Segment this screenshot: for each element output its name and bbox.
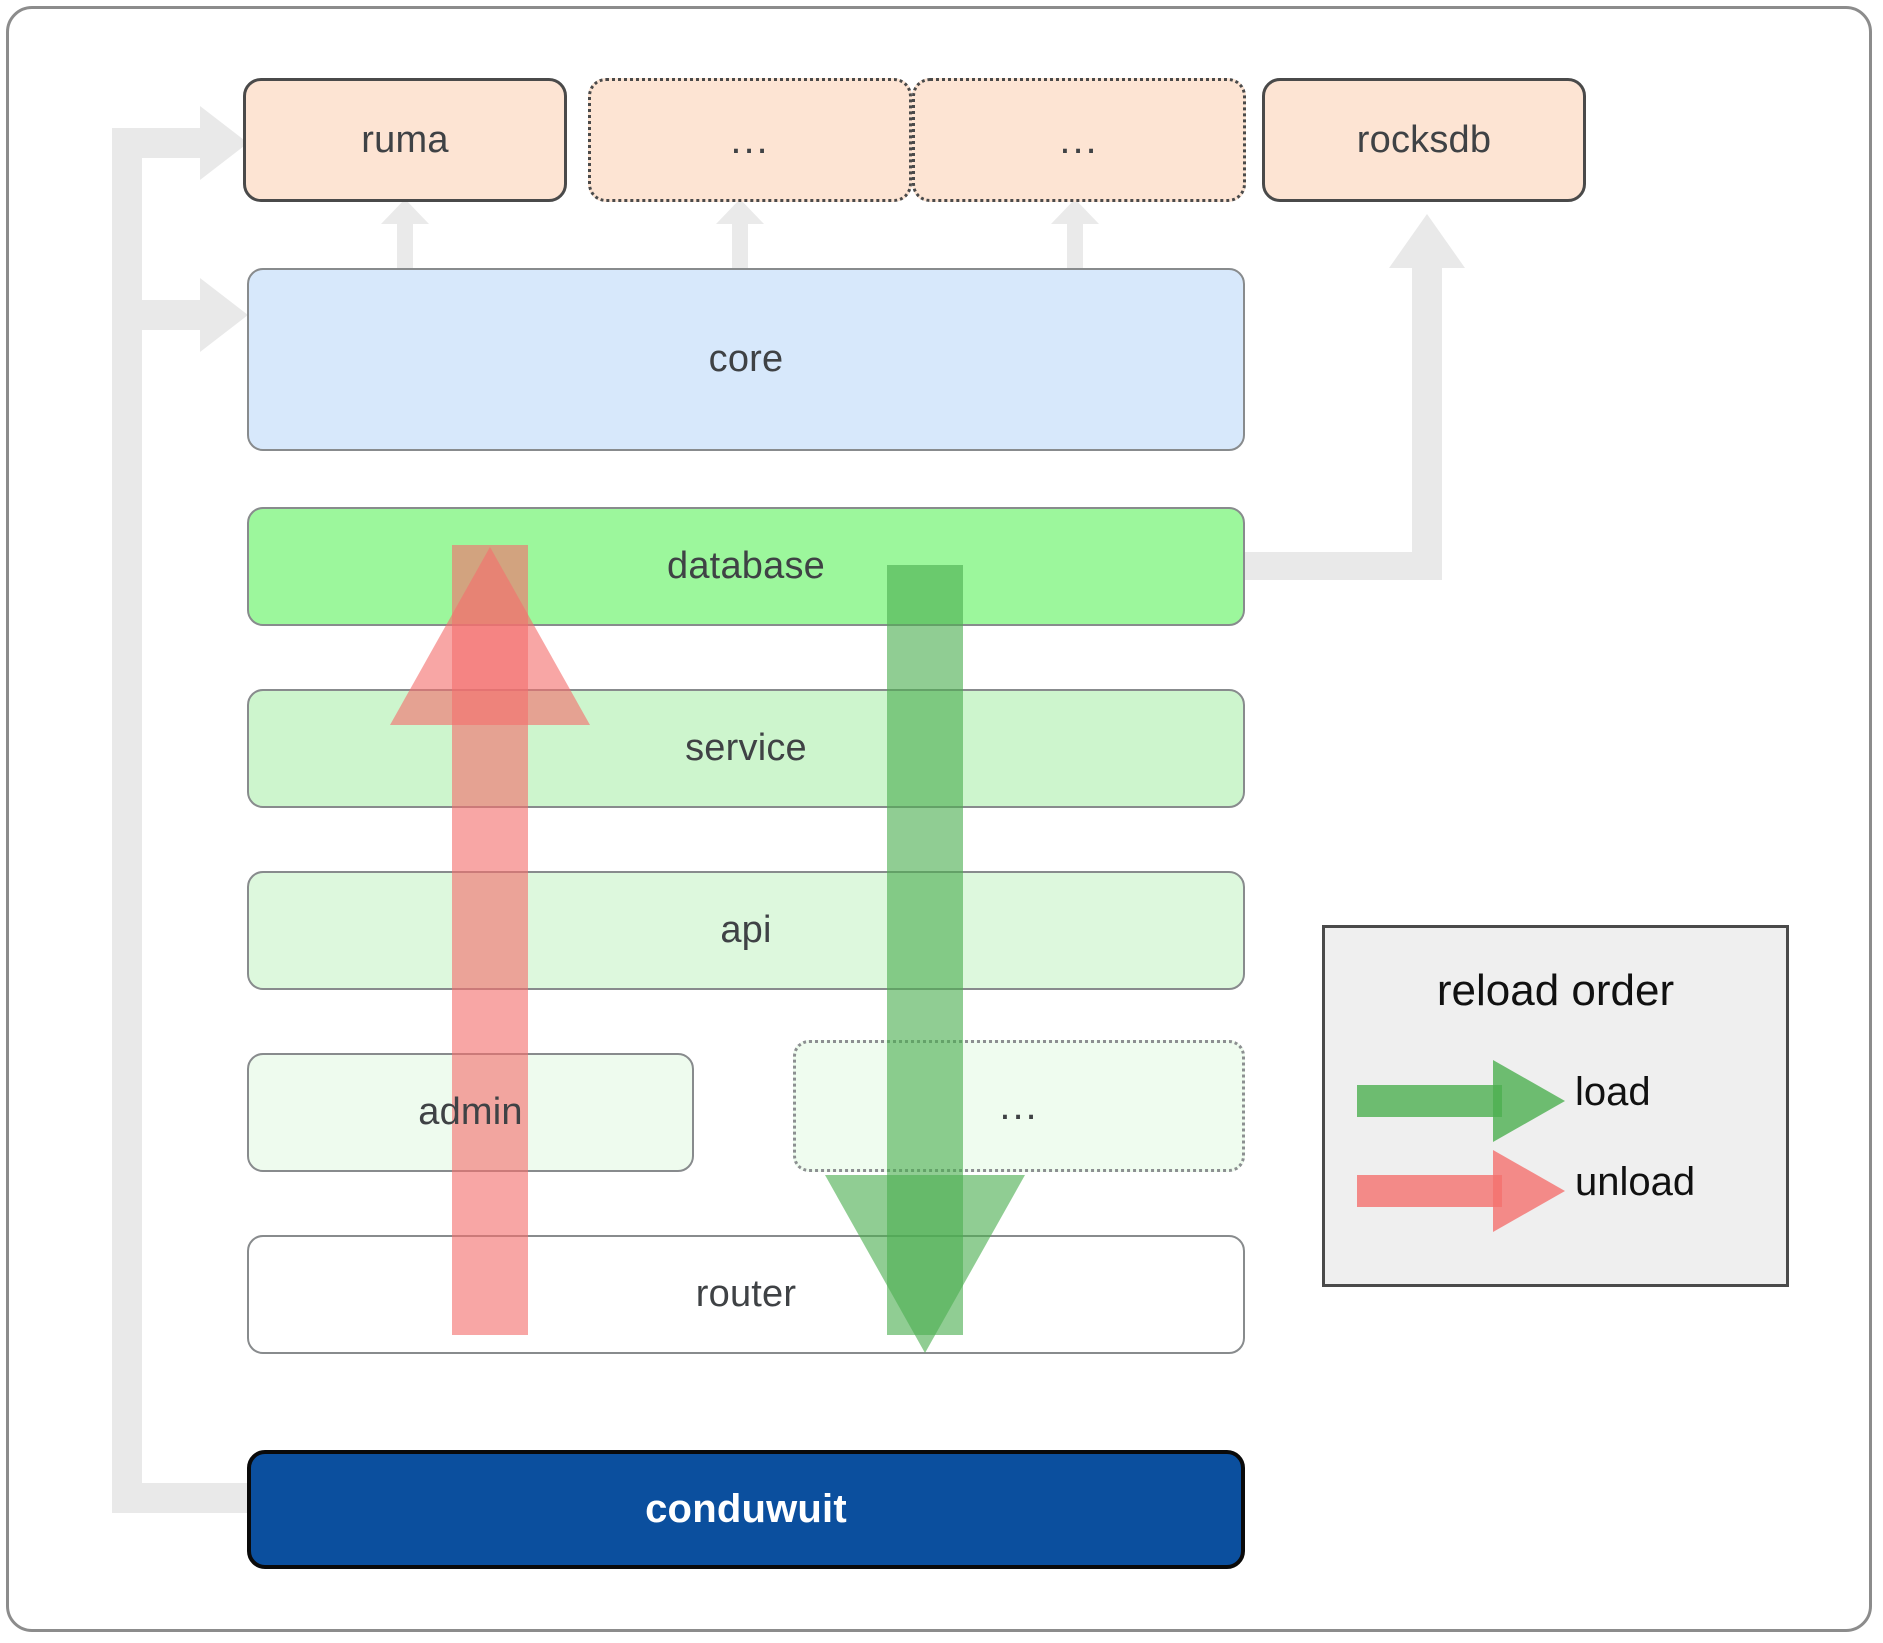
layer-label-service: service xyxy=(685,727,807,769)
application-box-conduwuit[interactable]: conduwuit xyxy=(247,1450,1245,1569)
dependency-box-rocksdb[interactable]: rocksdb xyxy=(1262,78,1586,202)
application-label-conduwuit: conduwuit xyxy=(645,1487,847,1531)
gray-arrow-to-rocksdb xyxy=(1389,214,1465,580)
legend-row-load: load xyxy=(1325,1056,1786,1146)
load-flow-arrow xyxy=(825,565,1025,1353)
gray-connector-database-right-segment xyxy=(1245,552,1420,580)
layer-label-database: database xyxy=(667,545,825,587)
gray-connector-bottom-segment xyxy=(112,1483,252,1513)
dependency-box-ellipsis-2[interactable]: ... xyxy=(912,78,1246,202)
layer-label-api: api xyxy=(720,909,772,951)
legend-label-load: load xyxy=(1575,1070,1651,1114)
dependency-label-ellipsis-2: ... xyxy=(1059,117,1099,162)
legend-row-unload: unload xyxy=(1325,1146,1786,1236)
dependency-box-ruma[interactable]: ruma xyxy=(243,78,567,202)
legend-arrow-load-icon xyxy=(1357,1060,1565,1142)
unload-flow-arrow xyxy=(390,545,590,1335)
gray-arrow-to-core xyxy=(112,278,248,352)
layer-box-router[interactable]: router xyxy=(247,1235,1245,1354)
dependency-box-ellipsis-1[interactable]: ... xyxy=(588,78,912,202)
layer-box-core[interactable]: core xyxy=(247,268,1245,451)
gray-arrow-core-to-dep-ellipsis-1 xyxy=(716,199,764,274)
gray-arrow-to-ruma xyxy=(112,106,248,180)
layer-box-api[interactable]: api xyxy=(247,871,1245,990)
legend-label-unload: unload xyxy=(1575,1160,1696,1204)
gray-connector-left-rail xyxy=(112,128,142,1513)
layer-label-router: router xyxy=(695,1273,797,1315)
dependency-label-ellipsis-1: ... xyxy=(730,117,770,162)
gray-arrow-core-to-dep-ellipsis-2 xyxy=(1051,199,1099,274)
gray-arrow-core-to-ruma xyxy=(381,199,429,274)
dependency-label-ruma: ruma xyxy=(361,118,449,161)
dependency-label-rocksdb: rocksdb xyxy=(1356,118,1492,161)
legend-title: reload order xyxy=(1436,966,1675,1015)
legend-panel: reload order load unload xyxy=(1322,925,1789,1287)
legend-arrow-unload-icon xyxy=(1357,1150,1565,1232)
layer-label-core: core xyxy=(708,338,784,380)
